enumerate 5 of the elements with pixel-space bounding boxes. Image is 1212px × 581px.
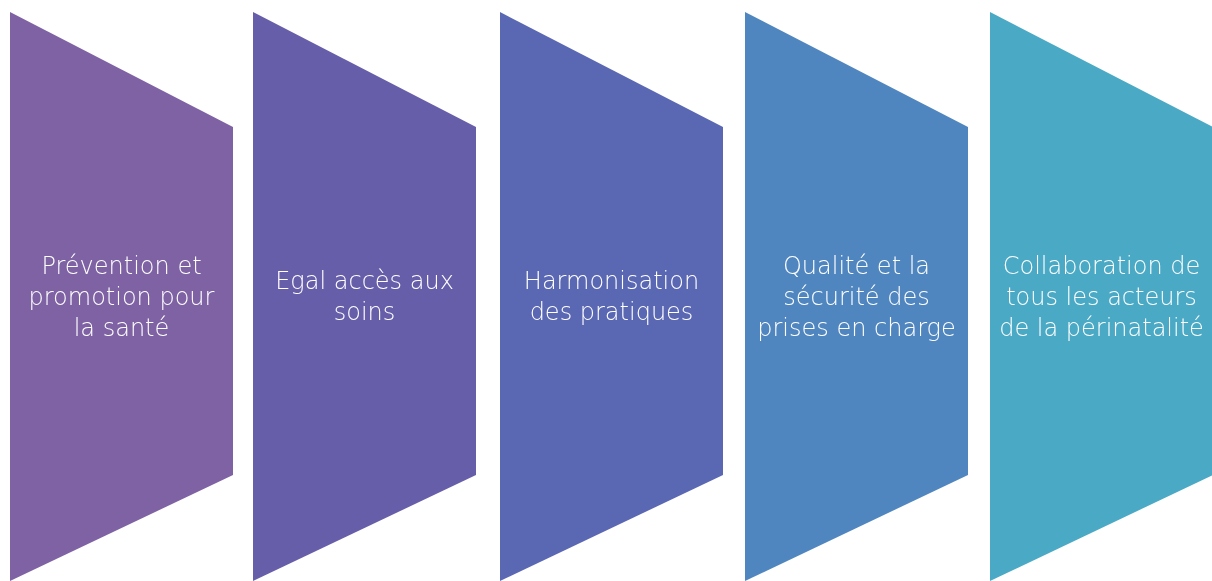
step-text: Collaboration de tous les acteurs de la périnatalité [998,250,1205,343]
step-text: Qualité et la sécurité des prises en charge [756,250,957,343]
step-text: Harmonisation des pratiques [522,265,701,328]
step-text: Egal accès aux soins [274,265,455,328]
step-text: Prévention et promotion pour la santé [27,250,216,343]
